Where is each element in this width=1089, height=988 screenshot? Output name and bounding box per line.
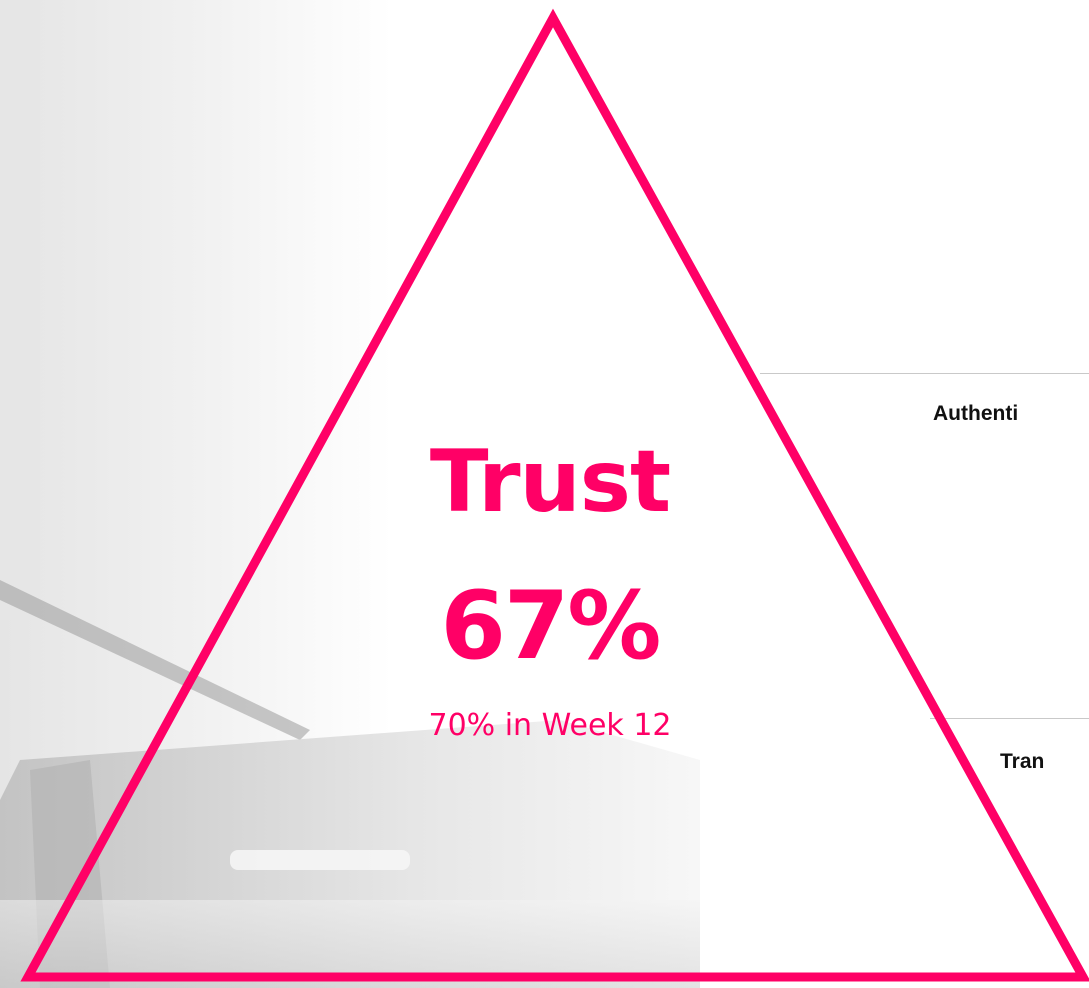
divider-line-upper — [760, 373, 1089, 374]
metric-value: 67% — [440, 572, 662, 681]
divider-line-lower — [930, 718, 1089, 719]
metric-title: Trust — [429, 432, 671, 532]
side-label-authenticity: Authenti — [933, 402, 1019, 425]
side-label-transparency: Tran — [1000, 750, 1045, 773]
metric-subtext: 70% in Week 12 — [428, 708, 672, 743]
